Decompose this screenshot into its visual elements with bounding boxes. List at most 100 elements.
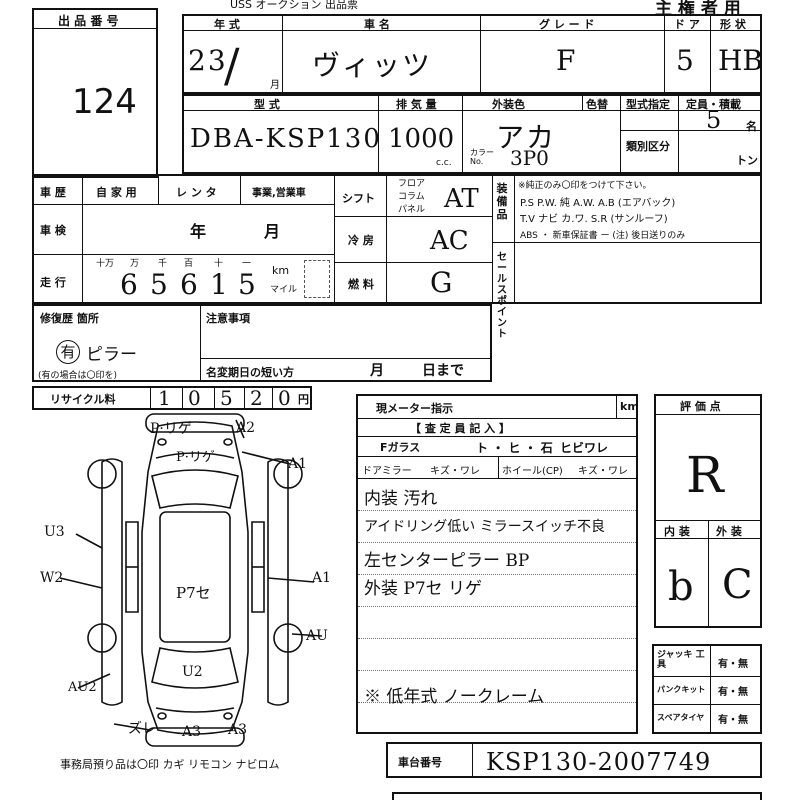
grade-label: グ レ ー ド: [539, 18, 595, 31]
digit-header: 万: [130, 259, 140, 269]
color-change-label: 色替: [586, 98, 608, 111]
shift-option-panel: パネル: [398, 205, 426, 215]
wheel-rear-right: [273, 623, 303, 653]
tool-spare-tire-value: 有・無: [718, 715, 748, 726]
inspection-label: 車 検: [40, 224, 66, 237]
wheel-front-right: [273, 459, 303, 489]
name-change-day: 日まで: [422, 363, 464, 379]
equipment-note: ※純正のみ〇印をつけて下さい。: [518, 181, 652, 191]
car-body-outline: [141, 421, 249, 735]
vehicle-basic-box: 年 式 車 名 グ レ ー ド ド ア 形 状 23 / 月 ヴィッツ F 5 …: [182, 14, 763, 94]
wheel-label: ホイール(CP): [502, 466, 563, 477]
interior-value: b: [668, 564, 694, 610]
year-slash: /: [224, 38, 240, 92]
ac-value: AC: [430, 226, 469, 256]
headlight-right: [223, 438, 233, 446]
meter-label: 現メーター指示: [376, 402, 453, 415]
displacement-value: 1000: [388, 124, 455, 154]
mark-p-hood: P·リゲ: [176, 450, 215, 465]
mile-check-box: [304, 260, 330, 298]
remarks-label: 注意事項: [206, 312, 250, 325]
cc-unit: c.c.: [436, 158, 452, 168]
mirror-label: ドアミラー: [362, 466, 412, 477]
lot-number: 124: [72, 82, 137, 122]
mark-a1-right-door: A1: [312, 570, 332, 586]
color-no-value: 3P0: [510, 146, 549, 170]
tool-jack-value: 有・無: [718, 659, 748, 670]
inspector-note: 左センターピラー BP: [364, 551, 530, 571]
right-doors: [251, 521, 265, 613]
diagram-footer: 事務局預り品は〇印 カギ リモコン ナビロム: [60, 758, 280, 771]
exterior-label: 外 装: [716, 525, 742, 538]
exterior-value: C: [722, 562, 753, 608]
tool-spare-tire-label: スペアタイヤ: [657, 713, 705, 722]
fuel-value: G: [430, 266, 453, 299]
mark-au-right-rear: AU: [306, 628, 328, 644]
right-side-panel: [267, 458, 289, 706]
trunk-line: [155, 707, 235, 713]
chassis-box: 車台番号 KSP130-2007749: [386, 742, 762, 778]
class-label: 類別区分: [626, 140, 670, 153]
left-side-panel: [101, 458, 123, 706]
taillight-left: [157, 712, 167, 720]
doors-value: 5: [676, 44, 696, 77]
headlight-left: [157, 438, 167, 446]
capacity-unit: 名: [746, 120, 757, 133]
type-designation-label: 型式指定: [626, 98, 670, 111]
mileage-digit: 6: [120, 268, 140, 301]
tools-box: ジャッキ 工具 有・無 パンクキット 有・無 スペアタイヤ 有・無: [652, 644, 762, 734]
recycle-digit: 1: [158, 386, 171, 410]
rear-window: [151, 647, 239, 689]
recycle-digit: 0: [188, 386, 201, 410]
mileage-digit: 1: [210, 268, 230, 301]
lot-number-label: 出 品 番 号: [58, 14, 119, 28]
wheel-rear-left: [87, 623, 117, 653]
digit-header: 千: [158, 259, 168, 269]
rating-box: 評 価 点 R 内 装 外 装 b C: [654, 394, 762, 628]
fuel-label: 燃 料: [348, 278, 374, 291]
wheel-values: キズ・ワレ: [578, 466, 628, 477]
recycle-unit: 円: [298, 393, 309, 406]
glass-marks: ト ・ ヒ ・ 石: [476, 441, 553, 455]
inspection-month-unit: 月: [264, 222, 281, 241]
chassis-label: 車台番号: [398, 756, 442, 769]
km-unit: km: [272, 264, 290, 277]
year-month-unit: 月: [270, 80, 280, 91]
mark-p-front-bumper: P·リゲ: [150, 421, 192, 437]
recycle-label: リサイクル料: [50, 393, 116, 406]
interior-label: 内 装: [664, 525, 690, 538]
capacity-value: 5: [706, 106, 724, 134]
history-label: 車 歴: [40, 186, 66, 199]
tool-jack-label: ジャッキ 工具: [657, 650, 705, 670]
displacement-label: 排 気 量: [396, 98, 437, 111]
equipment-line-2: T.V ナビ カ.ワ. S.R (サンルーフ): [520, 214, 668, 225]
repair-block: 修復歴 箇所 有 ピラー (有の場合は〇印を) 注意事項 名変期日の短い方 月 …: [32, 304, 492, 382]
mark-a1-right-front: A1: [288, 456, 308, 472]
name-value: ヴィッツ: [312, 49, 433, 82]
taillight-right: [223, 712, 233, 720]
recycle-digit: 0: [278, 386, 291, 410]
repair-sub-note: (有の場合は〇印を): [38, 371, 118, 381]
inspector-note: ※ 低年式 ノークレーム: [364, 687, 545, 707]
equipment-line-3: ABS ・ 新車保証書 ー (注) 後日送りのみ: [520, 231, 686, 241]
shift-option-column: コラム: [398, 192, 425, 202]
repair-label: 修復歴 箇所: [40, 312, 99, 325]
shape-label: 形 状: [720, 18, 746, 31]
exterior-color-label: 外装色: [492, 98, 525, 111]
header-top-text: USS オークション 出品票: [230, 0, 359, 11]
doors-label: ド ア: [674, 18, 700, 31]
mileage-label: 走 行: [40, 276, 66, 289]
ton-unit: トン: [736, 154, 758, 167]
recycle-block: リサイクル料 1 0 5 2 0 円: [32, 386, 312, 410]
repair-note: ピラー: [86, 345, 137, 365]
inspector-note: 内装 汚れ: [364, 489, 438, 509]
hood-line: [155, 452, 235, 459]
model-value: DBA-KSP130: [190, 124, 382, 154]
mark-u3-left: U3: [44, 524, 65, 540]
shape-value: HB: [718, 44, 763, 77]
year-label: 年 式: [214, 18, 240, 31]
color-no-label: カラー No.: [470, 148, 494, 166]
mark-w2-left: W2: [40, 570, 64, 586]
history-block: 車 歴 自 家 用 レ ン タ 事業,営業車 車 検 年 月 走 行 十万 万 …: [32, 174, 762, 340]
capacity-label: 定員・積載: [686, 98, 741, 111]
